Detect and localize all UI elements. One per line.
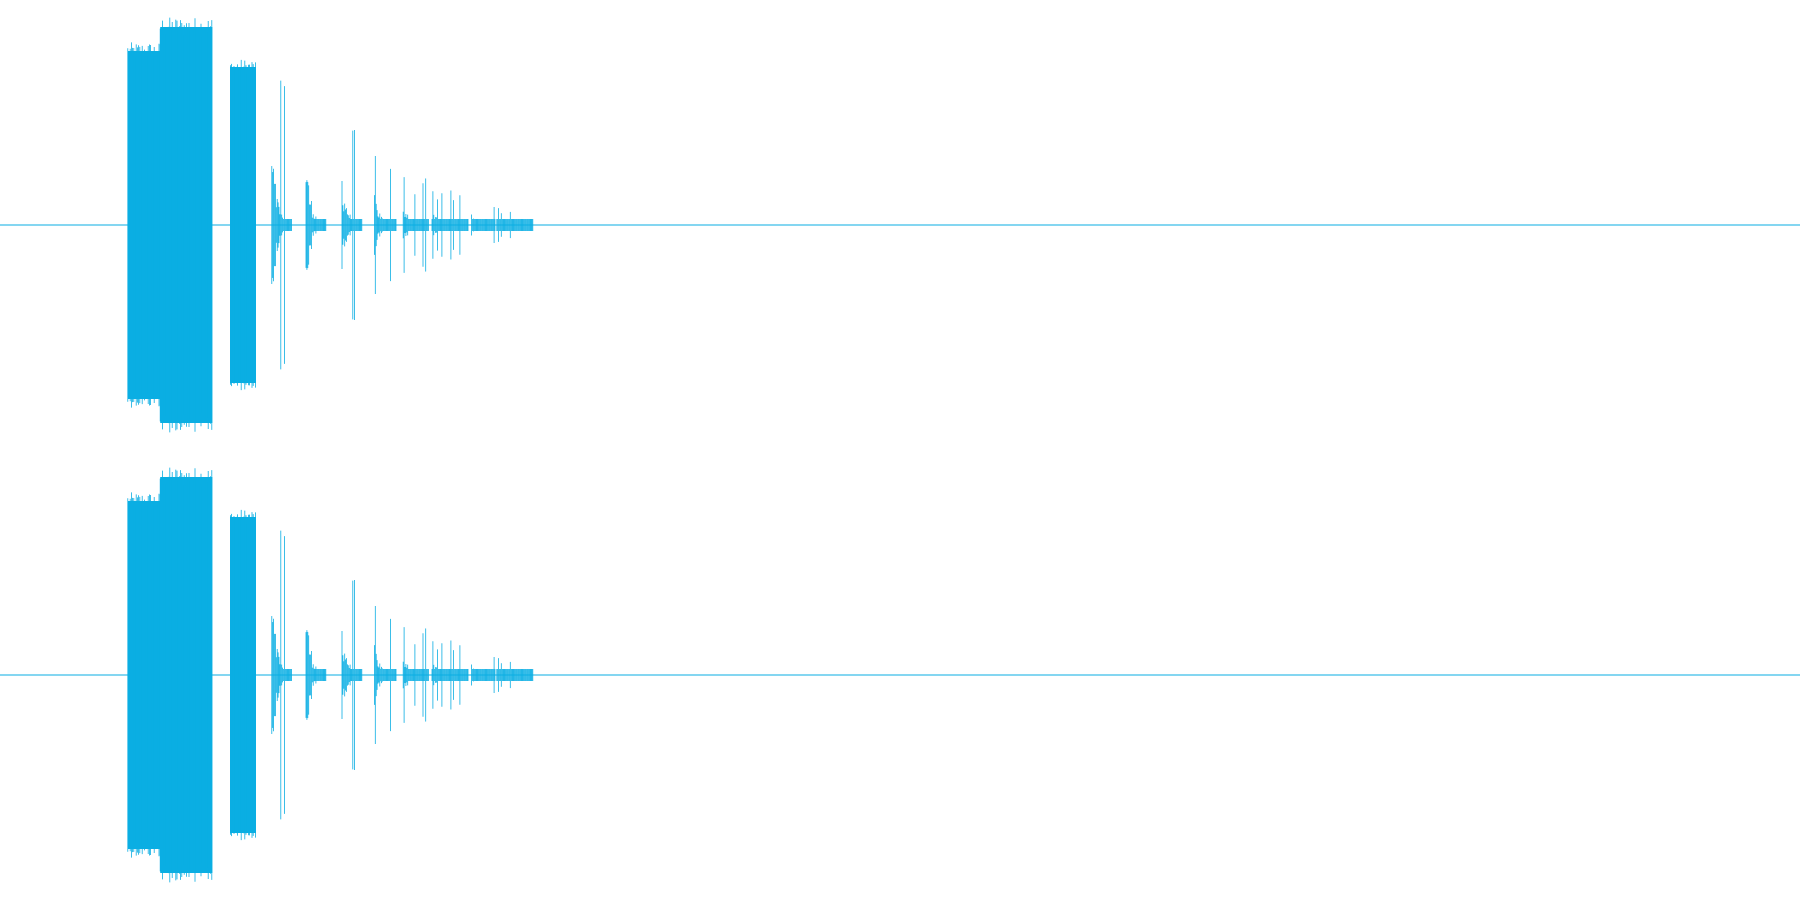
waveform-burst xyxy=(305,180,327,270)
waveform-burst xyxy=(127,492,161,858)
waveform-burst xyxy=(127,42,161,408)
waveform-burst xyxy=(402,627,429,723)
waveform-burst xyxy=(341,579,363,771)
waveform-burst xyxy=(341,129,363,321)
waveform-burst xyxy=(496,658,534,692)
waveform-block xyxy=(127,51,161,399)
waveform-block xyxy=(127,501,161,849)
waveform-burst xyxy=(305,630,327,720)
waveform-block xyxy=(230,67,256,383)
waveform-burst xyxy=(431,640,469,710)
waveform-burst xyxy=(229,59,257,391)
waveform-burst xyxy=(271,80,293,370)
waveform-block xyxy=(230,517,256,833)
waveform-burst xyxy=(271,530,293,820)
waveform-channel-1 xyxy=(0,17,1800,433)
waveform-burst xyxy=(159,467,213,883)
waveform-burst xyxy=(402,177,429,273)
waveform-burst xyxy=(159,17,213,433)
waveform-burst xyxy=(471,206,496,244)
waveform-channel-2 xyxy=(0,467,1800,883)
waveform-burst xyxy=(229,509,257,841)
waveform-burst xyxy=(496,208,534,242)
waveform-burst xyxy=(373,156,397,294)
waveform-burst xyxy=(471,656,496,694)
waveform-burst xyxy=(431,190,469,260)
waveform-burst xyxy=(373,606,397,744)
